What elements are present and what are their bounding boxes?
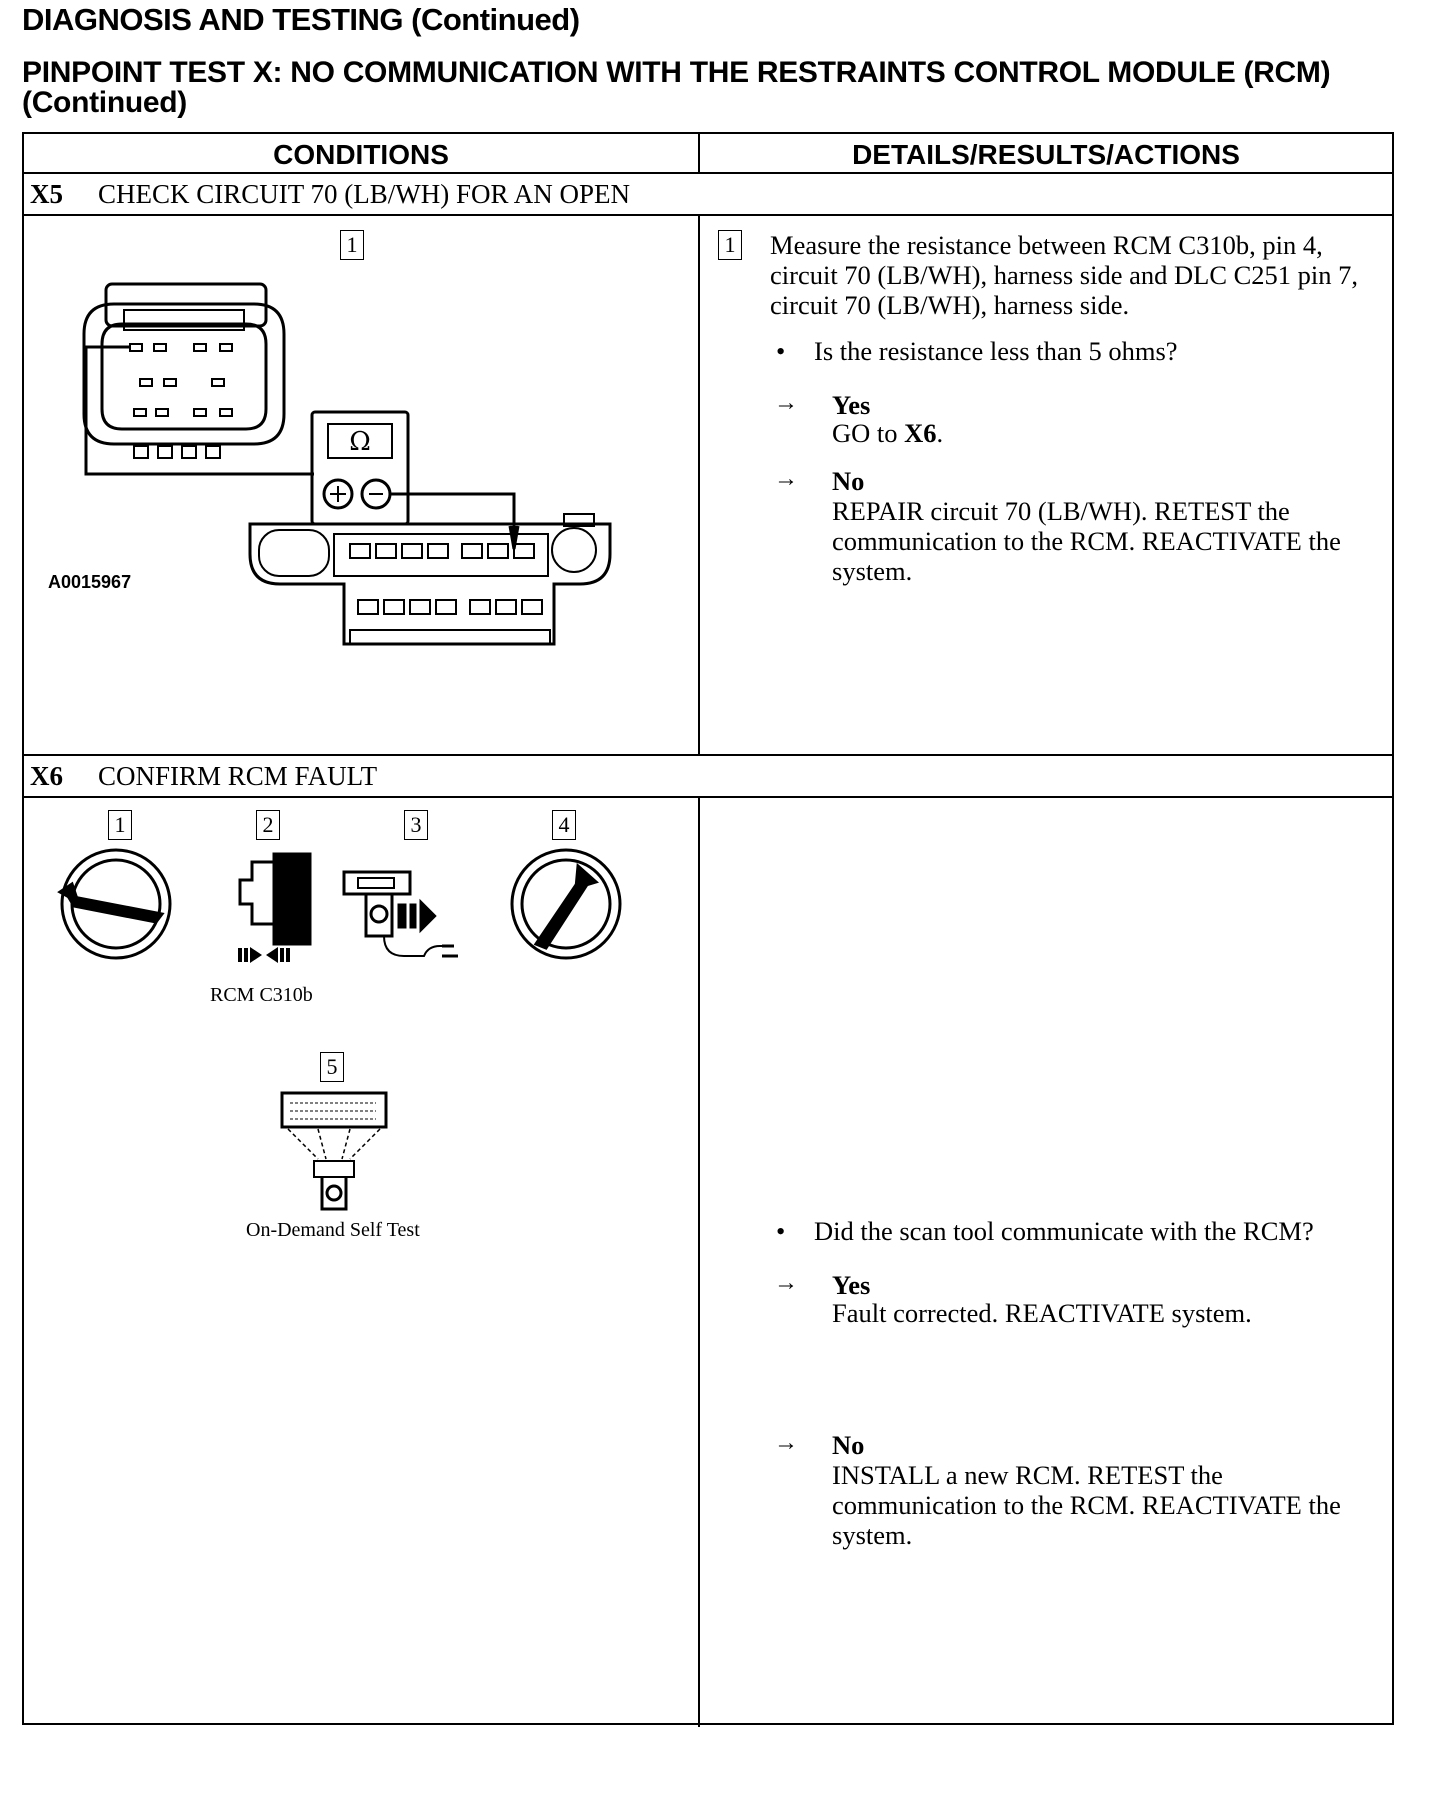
divider [24, 754, 1392, 756]
arrow-icon: → [774, 390, 798, 416]
column-header-conditions: CONDITIONS [273, 139, 449, 170]
divider [698, 214, 700, 756]
figure-step-number: 1 [340, 230, 364, 260]
figure-step-number: 3 [404, 810, 428, 840]
step-title: CHECK CIRCUIT 70 (LB/WH) FOR AN OPEN [98, 179, 631, 209]
divider [698, 796, 700, 1727]
figure-id: A0015967 [48, 572, 132, 592]
step-code: X5 [30, 179, 63, 209]
arrow-icon: → [774, 466, 798, 492]
no-label: No [832, 1430, 865, 1460]
pinpoint-test-title: PINPOINT TEST X: NO COMMUNICATION WITH T… [22, 56, 1331, 119]
yes-action: GO to X6. [832, 418, 944, 448]
bullet-icon: • [776, 336, 786, 366]
yes-action: Fault corrected. REACTIVATE system. [832, 1298, 1252, 1328]
divider [698, 134, 700, 174]
no-action: REPAIR circuit 70 (LB/WH). RETEST the co… [832, 496, 1341, 586]
step-title: CONFIRM RCM FAULT [98, 761, 378, 791]
figure-step-number: 2 [256, 810, 280, 840]
page-title: DIAGNOSIS AND TESTING (Continued) [22, 2, 580, 37]
ohmmeter-diagram: Ω [82, 282, 612, 646]
divider [24, 796, 1392, 798]
no-action: INSTALL a new RCM. RETEST the communicat… [832, 1460, 1341, 1550]
connector-caption: RCM C310b [210, 984, 313, 1006]
step-row-x6: X6 CONFIRM RCM FAULT [24, 756, 1392, 796]
figure-step-number: 5 [320, 1052, 344, 1082]
pinpoint-test-table: CONDITIONS DETAILS/RESULTS/ACTIONS X5 CHE… [22, 132, 1394, 1727]
bullet-icon: • [776, 1216, 786, 1246]
question-text: Did the scan tool communicate with the R… [814, 1216, 1314, 1246]
step-code: X6 [30, 761, 63, 791]
question-text: Is the resistance less than 5 ohms? [814, 336, 1178, 366]
figure-step-number: 4 [552, 810, 576, 840]
instruction-text: Measure the resistance between RCM C310b… [770, 230, 1359, 320]
step-number: 1 [718, 230, 742, 260]
meter-symbol: Ω [349, 427, 371, 457]
step-row-x5: X5 CHECK CIRCUIT 70 (LB/WH) FOR AN OPEN [24, 174, 1392, 214]
yes-label: Yes [832, 390, 871, 420]
divider [24, 172, 1392, 174]
arrow-icon: → [774, 1270, 798, 1296]
self-test-caption: On-Demand Self Test [246, 1219, 420, 1241]
x6-procedure-diagram [57, 848, 622, 963]
arrow-icon: → [774, 1430, 798, 1456]
figure-step-number: 1 [108, 810, 132, 840]
no-label: No [832, 466, 865, 496]
divider [24, 214, 1392, 216]
column-header-details: DETAILS/RESULTS/ACTIONS [852, 139, 1240, 170]
scan-tool-icon [280, 1091, 388, 1211]
yes-label: Yes [832, 1270, 871, 1300]
